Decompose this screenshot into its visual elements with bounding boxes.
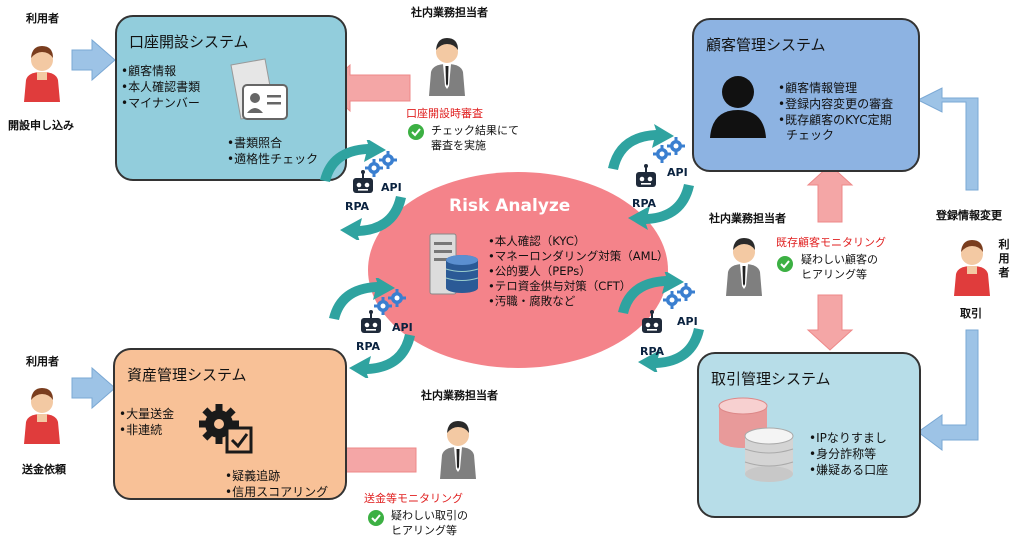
customer-system-item-cont: チェック [786, 128, 835, 142]
list-item: 本人確認書類 [121, 79, 200, 95]
database-icon [718, 397, 794, 482]
staff-middle-note: 疑わしい顧客の ヒアリング等 [801, 252, 878, 282]
staff-middle-icon [726, 238, 762, 296]
list-item: 公的要人（PEPs） [488, 264, 669, 279]
customer-system-items: 顧客情報管理 登録内容変更の審査 既存顧客のKYC定期 [778, 80, 893, 128]
list-item: 本人確認（KYC） [488, 234, 669, 249]
staff-middle-note-line: ヒアリング等 [801, 268, 867, 281]
user-right-bottom-label: 取引 [960, 307, 982, 320]
cycle-top-right [608, 124, 694, 230]
customer-system-box: 顧客管理システム 顧客情報管理 登録内容変更の審査 既存顧客のKYC定期 チェッ… [692, 18, 920, 172]
trade-system-items: IPなりすまし 身分詐称等 嫌疑ある口座 [809, 430, 888, 478]
staff-top-note-line: チェック結果にて [431, 124, 519, 137]
list-item: 大量送金 [119, 406, 174, 422]
staff-bottom-note-line: 疑わしい取引の [391, 509, 468, 522]
check-icon [777, 256, 793, 272]
account-system-items-bottom: 書類照合 適格性チェック [227, 135, 318, 167]
arrow-user-to-account [71, 38, 116, 82]
staff-bottom-icon [440, 421, 476, 479]
customer-system-title: 顧客管理システム [706, 36, 826, 54]
list-item: 既存顧客のKYC定期 [778, 112, 893, 128]
list-item: 顧客情報管理 [778, 80, 893, 96]
list-item: 登録内容変更の審査 [778, 96, 893, 112]
user-bottom-left-title: 利用者 [26, 355, 59, 368]
user-top-left-title: 利用者 [26, 12, 59, 25]
staff-top-task: 口座開設時審査 [406, 107, 483, 120]
api-label-bottom-right: API [677, 315, 698, 328]
staff-top-note: チェック結果にて 審査を実施 [431, 123, 519, 153]
list-item: 嫌疑ある口座 [809, 462, 888, 478]
list-item: マネーロンダリング対策（AML） [488, 249, 669, 264]
rpa-label-top-right: RPA [632, 197, 657, 210]
user-right-top-label: 登録情報変更 [936, 209, 1002, 222]
user-bottom-left-icon [24, 388, 60, 444]
asset-system-box: 資産管理システム 大量送金 非連続 疑義追跡 信用スコアリング [113, 348, 347, 500]
user-top-left-action: 開設申し込み [8, 119, 74, 132]
rpa-label-top-left: RPA [345, 200, 370, 213]
list-item: 顧客情報 [121, 63, 200, 79]
list-item: 書類照合 [227, 135, 318, 151]
list-item: 汚職・腐敗など [488, 294, 669, 309]
risk-analyze-title: Risk Analyze [449, 196, 571, 216]
user-top-left-icon [24, 46, 60, 102]
arrow-user-to-customer [916, 87, 979, 191]
gear-check-icon [199, 404, 253, 454]
staff-top-icon [429, 38, 465, 96]
asset-system-items-top: 大量送金 非連続 [119, 406, 174, 438]
staff-middle-task: 既存顧客モニタリング [776, 236, 886, 249]
check-icon [408, 124, 424, 140]
list-item: 適格性チェック [227, 151, 318, 167]
user-right-title-char: 者 [998, 266, 1010, 279]
user-right-icon [954, 240, 990, 296]
account-system-items-top: 顧客情報 本人確認書類 マイナンバー [121, 63, 200, 111]
cycle-top-left [320, 140, 406, 240]
api-label-top-right: API [667, 166, 688, 179]
user-right-title: 利 用 者 [997, 238, 1011, 280]
user-right-title-char: 利 [998, 238, 1010, 251]
trade-system-box: 取引管理システム IPなりすまし 身分詐称等 嫌疑ある口座 [697, 352, 921, 518]
api-label-bottom-left: API [392, 321, 413, 334]
arrow-staff-up [806, 164, 854, 223]
asset-system-title: 資産管理システム [127, 366, 247, 384]
staff-bottom-title: 社内業務担当者 [421, 389, 498, 402]
staff-middle-title: 社内業務担当者 [709, 212, 786, 225]
list-item: マイナンバー [121, 95, 200, 111]
list-item: 信用スコアリング [225, 484, 328, 500]
arrow-staff-down [806, 294, 854, 351]
user-silhouette-icon [710, 76, 766, 138]
staff-bottom-task: 送金等モニタリング [364, 492, 463, 505]
arrow-user-to-trade [917, 329, 979, 451]
rpa-label-bottom-right: RPA [640, 345, 665, 358]
list-item: 疑義追跡 [225, 468, 328, 484]
risk-analyze-items: 本人確認（KYC） マネーロンダリング対策（AML） 公的要人（PEPs） テロ… [488, 234, 669, 309]
document-icon [230, 58, 288, 120]
cycle-bottom-left [329, 278, 415, 378]
api-label-top-left: API [381, 181, 402, 194]
list-item: 身分詐称等 [809, 446, 888, 462]
staff-bottom-note: 疑わしい取引の ヒアリング等 [391, 508, 468, 538]
rpa-label-bottom-left: RPA [356, 340, 381, 353]
list-item: 非連続 [119, 422, 174, 438]
arrow-user-to-asset [71, 366, 116, 410]
account-system-title: 口座開設システム [129, 33, 249, 51]
trade-system-title: 取引管理システム [711, 370, 831, 388]
server-database-icon [429, 233, 479, 295]
cycle-bottom-right [618, 272, 704, 372]
list-item: テロ資金供与対策（CFT） [488, 279, 669, 294]
staff-bottom-note-line: ヒアリング等 [391, 524, 457, 537]
check-icon [368, 510, 384, 526]
user-right-title-char: 用 [998, 252, 1010, 265]
asset-system-items-bottom: 疑義追跡 信用スコアリング [225, 468, 328, 500]
staff-middle-note-line: 疑わしい顧客の [801, 253, 878, 266]
account-system-box: 口座開設システム 顧客情報 本人確認書類 マイナンバー 書類照合 適格性チェック [115, 15, 347, 181]
staff-top-title: 社内業務担当者 [411, 6, 488, 19]
staff-top-note-line: 審査を実施 [431, 139, 486, 152]
list-item: IPなりすまし [809, 430, 888, 446]
user-bottom-left-action: 送金依頼 [22, 463, 66, 476]
